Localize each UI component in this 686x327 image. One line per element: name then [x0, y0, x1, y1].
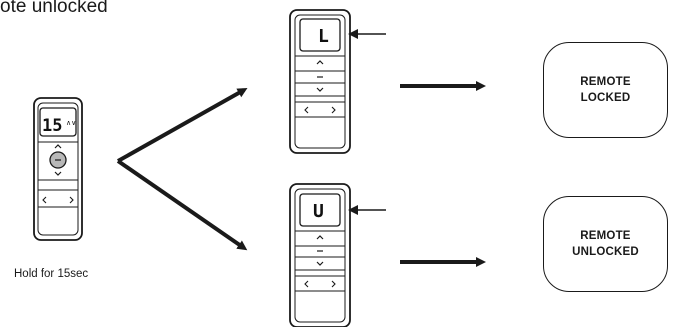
up-icon [54, 144, 62, 149]
branch-arrows [116, 88, 248, 251]
hold-caption: Hold for 15sec [14, 268, 89, 280]
locked-remote-display [299, 18, 341, 52]
arrow-to-unlocked [116, 159, 248, 251]
start-remote-display-number: 15 [42, 116, 62, 136]
left-icon [304, 280, 309, 288]
down-icon [316, 261, 324, 266]
start-remote-display-arrows: ∧∨ [66, 119, 76, 127]
remote-locked-bubble: REMOTE LOCKED [543, 42, 668, 138]
remote-unlocked-line2: UNLOCKED [572, 246, 639, 258]
unlocked-remote-display-letter: U [313, 201, 324, 222]
right-icon [331, 280, 336, 288]
up-icon [316, 60, 324, 65]
right-icon [69, 196, 74, 204]
locked-remote-display-letter: L [318, 26, 329, 47]
header-text: ote unlocked [0, 0, 108, 17]
left-icon [304, 106, 309, 114]
remote-unlocked-line1: REMOTE [580, 230, 631, 242]
remote-locked-line1: REMOTE [580, 76, 631, 88]
locked-remote: L [289, 9, 386, 154]
unlocked-remote-display [299, 193, 341, 227]
down-icon [316, 87, 324, 92]
arrow-to-locked [117, 88, 248, 163]
up-icon [316, 235, 324, 240]
remote-locked-line2: LOCKED [580, 92, 631, 104]
left-icon [42, 196, 47, 204]
unlocked-remote: U [289, 183, 386, 327]
down-icon [54, 171, 62, 176]
right-icon [331, 106, 336, 114]
remote-unlocked-bubble: REMOTE UNLOCKED [543, 196, 668, 292]
start-remote-display [39, 107, 77, 137]
start-remote: 15 ∧∨ [33, 97, 83, 241]
